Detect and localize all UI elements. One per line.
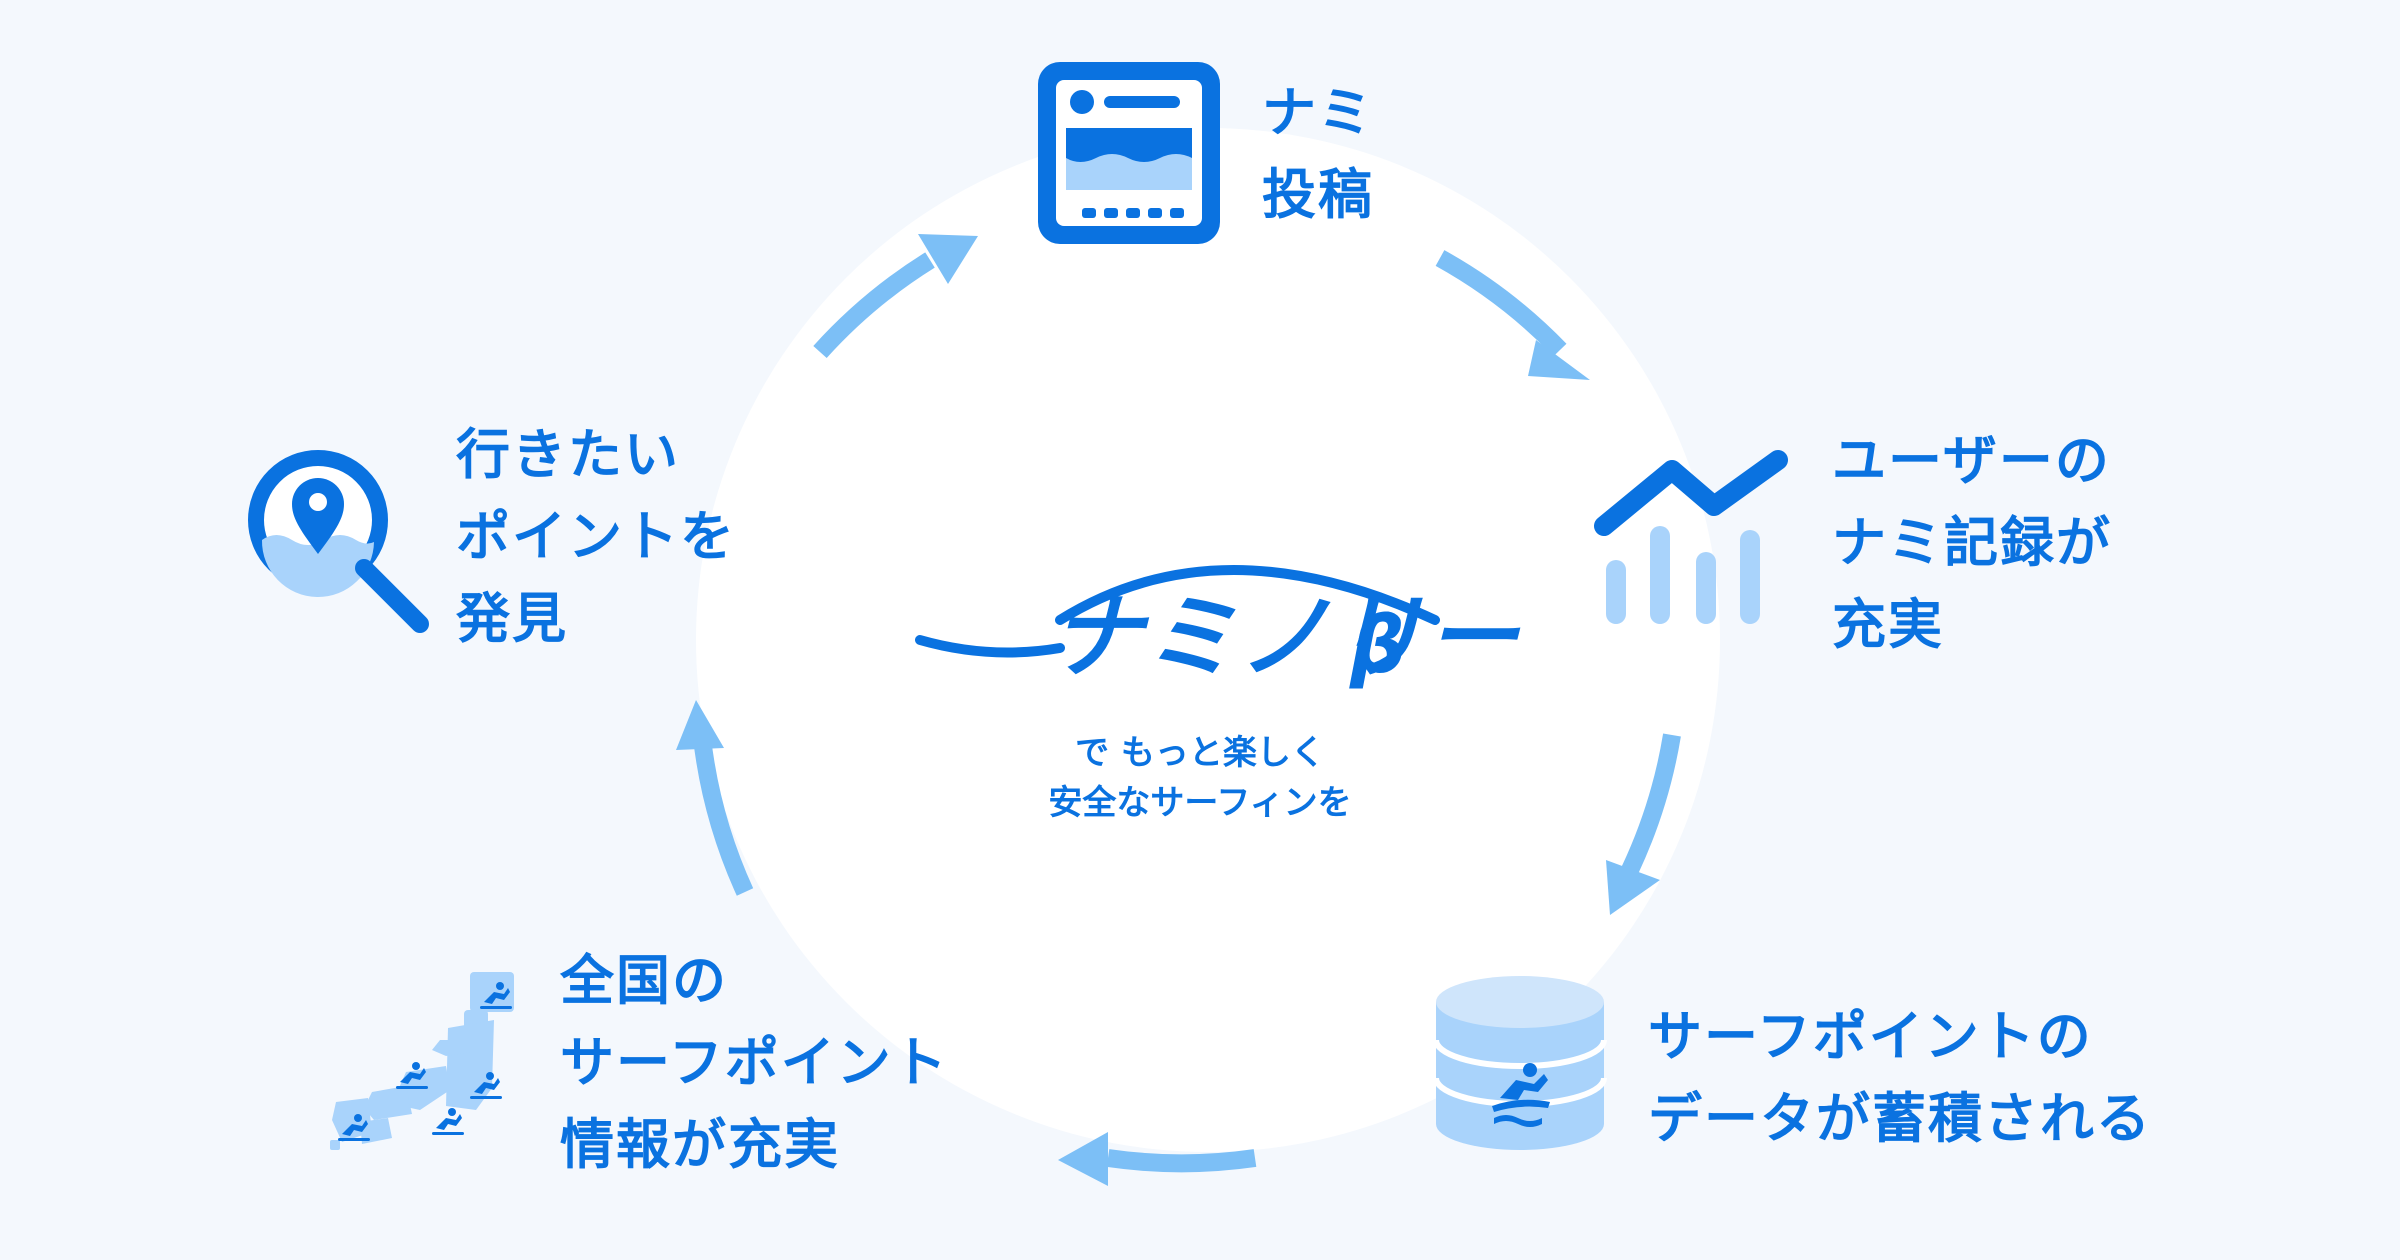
arrow-discover-to-post — [813, 234, 978, 359]
step-spots-line-1: 全国の — [560, 949, 728, 1012]
step-data-line-1: サーフポイントの — [1648, 1005, 2093, 1068]
step-data-label: サーフポイントの データが蓄積される — [1648, 996, 2152, 1160]
step-post-line-2: 投稿 — [1262, 163, 1374, 226]
step-spots-label: 全国の サーフポイント 情報が充実 — [560, 940, 949, 1186]
arrow-data-to-spots — [1058, 1132, 1257, 1186]
step-records-label: ユーザーの ナミ記録が 充実 — [1832, 420, 2112, 666]
location-search-icon — [248, 450, 429, 633]
step-discover-line-3: 発見 — [456, 587, 568, 650]
step-spots-line-2: サーフポイント — [560, 1031, 949, 1094]
step-data-line-2: データが蓄積される — [1648, 1087, 2152, 1150]
surfer-pins — [338, 982, 512, 1141]
arrow-spots-to-discover — [676, 700, 754, 896]
step-post-label: ナミ 投稿 — [1262, 72, 1374, 236]
step-discover-line-2: ポイントを — [456, 505, 736, 568]
logo: ナミノリー β — [900, 540, 1518, 720]
arrow-records-to-data — [1606, 733, 1681, 915]
japan-surf-map-icon — [330, 972, 514, 1150]
tagline: で もっと楽しく 安全なサーフィンを — [960, 728, 1440, 828]
logo-wave — [915, 565, 1440, 658]
logo-text: ナミノリー — [1050, 584, 1521, 691]
step-spots-line-3: 情報が充実 — [560, 1113, 840, 1176]
surfer-database-icon — [1433, 976, 1607, 1150]
wave-post-card-icon — [1038, 62, 1220, 244]
step-records-line-1: ユーザーの — [1832, 429, 2111, 492]
logo-beta: β — [1350, 601, 1406, 691]
trend-chart-icon — [1594, 450, 1788, 624]
step-records-line-2: ナミ記録が — [1832, 511, 2112, 574]
center-circle — [696, 128, 1720, 1152]
tagline-line-2: 安全なサーフィンを — [1048, 783, 1352, 823]
step-discover-line-1: 行きたい — [456, 423, 680, 486]
step-discover-label: 行きたい ポイントを 発見 — [456, 414, 736, 660]
step-records-line-3: 充実 — [1832, 593, 1944, 656]
tagline-line-1: で もっと楽しく — [1075, 733, 1325, 773]
cycle-arrows — [676, 234, 1681, 1186]
arrow-post-to-records — [1435, 250, 1590, 380]
step-post-line-1: ナミ — [1262, 81, 1374, 144]
